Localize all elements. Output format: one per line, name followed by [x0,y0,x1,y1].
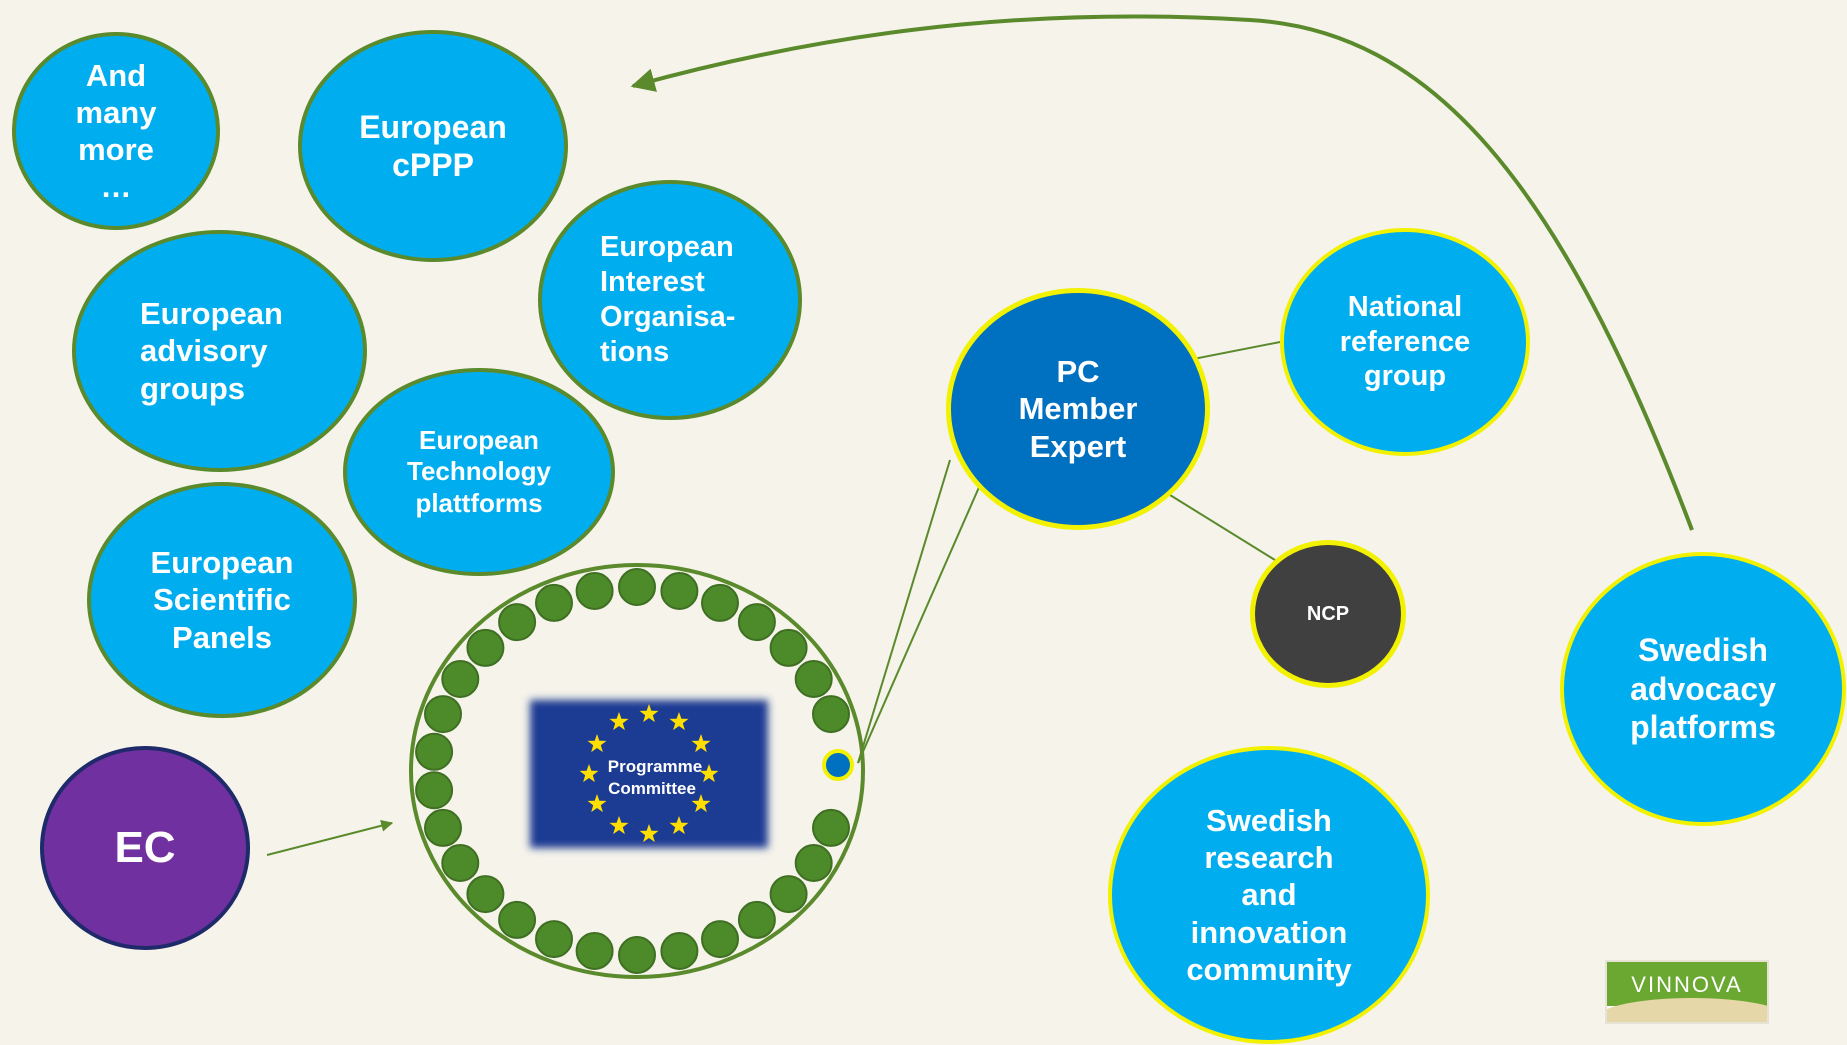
eu-star [669,712,689,731]
committee-seat [415,771,454,810]
european-cppp-bubble[interactable]: European cPPP [298,30,568,262]
ec-arrow [266,819,394,856]
committee-seat [701,920,739,959]
programme-committee-ring [409,563,865,979]
programme-committee-label-line1: Programme [608,757,702,776]
expert-connector-line-a [857,459,951,764]
and-many-more-label: And many more … [75,57,157,205]
expert-connector-line-b [857,484,981,764]
eu-star [587,734,607,753]
committee-seat [812,695,850,734]
european-scientific-panels-label: European Scientific Panels [150,545,294,655]
european-advisory-groups-bubble[interactable]: European advisory groups [72,230,367,472]
swedish-advocacy-platforms-label: Swedish advocacy platforms [1630,632,1776,746]
eu-flag-stars [579,704,719,843]
committee-seat [701,583,739,622]
eu-star [639,824,659,843]
committee-seat [415,732,454,771]
ncp-connector [1169,494,1276,561]
ncp-bubble[interactable]: NCP [1250,540,1406,688]
eu-star [609,816,629,835]
european-scientific-panels-bubble[interactable]: European Scientific Panels [87,482,357,718]
eu-star [579,764,599,783]
eu-star [699,764,719,783]
european-technology-platforms-bubble[interactable]: European Technology plattforms [343,368,615,576]
committee-seat [535,920,573,959]
pc-member-expert-bubble[interactable]: PC Member Expert [946,288,1210,530]
european-technology-platforms-label: European Technology plattforms [407,425,551,518]
ec-label: EC [114,823,176,872]
pc-member-expert-label: PC Member Expert [1018,354,1138,464]
committee-seat [424,808,462,847]
ec-bubble[interactable]: EC [40,746,250,950]
advocacy-arrow [630,14,1694,531]
committee-seat [441,660,480,698]
committee-seat [575,572,614,610]
european-interest-orgs-bubble[interactable]: European Interest Organisa- tions [538,180,802,420]
committee-seat [498,603,537,642]
committee-seat [498,900,537,939]
committee-seat [794,660,833,698]
committee-seat [618,936,656,974]
european-cppp-label: European cPPP [359,108,507,183]
ncp-label: NCP [1306,602,1350,625]
committee-seat [769,628,808,667]
vinnova-logo-text: VINNOVA [1631,972,1743,997]
committee-seat [441,844,480,882]
national-reference-group-label: National reference group [1339,290,1471,393]
swedish-pc-member-seat[interactable] [822,749,854,781]
committee-seat [660,932,699,970]
vinnova-logo-wave [1607,998,1767,1022]
committee-seat [535,583,573,622]
committee-seat [660,572,699,610]
committee-seat [794,844,833,882]
national-reference-group-bubble[interactable]: National reference group [1280,228,1530,456]
committee-seat [466,628,505,667]
committee-seat [466,875,505,914]
european-advisory-groups-label: European advisory groups [140,296,283,406]
committee-seat [618,568,656,606]
eu-star [669,816,689,835]
swedish-advocacy-platforms-bubble[interactable]: Swedish advocacy platforms [1560,552,1846,826]
eu-star [609,712,629,731]
programme-committee-label-line2: Committee [608,779,696,798]
committee-seat [769,875,808,914]
committee-seats [415,568,850,974]
vinnova-logo: VINNOVA [1605,960,1769,1024]
committee-seat [575,932,614,970]
eu-star [587,794,607,813]
swedish-research-community-label: Swedish research and innovation communit… [1186,803,1352,987]
committee-seat [424,695,462,734]
and-many-more-bubble[interactable]: And many more … [12,32,220,230]
eu-star [639,704,659,723]
committee-seat [737,900,776,939]
eu-star [691,794,711,813]
eu-flag [530,700,768,848]
committee-seat [737,603,776,642]
eu-star [691,734,711,753]
european-interest-orgs-label: European Interest Organisa- tions [600,231,736,368]
swedish-research-community-bubble[interactable]: Swedish research and innovation communit… [1108,746,1430,1044]
committee-seat [812,808,850,847]
